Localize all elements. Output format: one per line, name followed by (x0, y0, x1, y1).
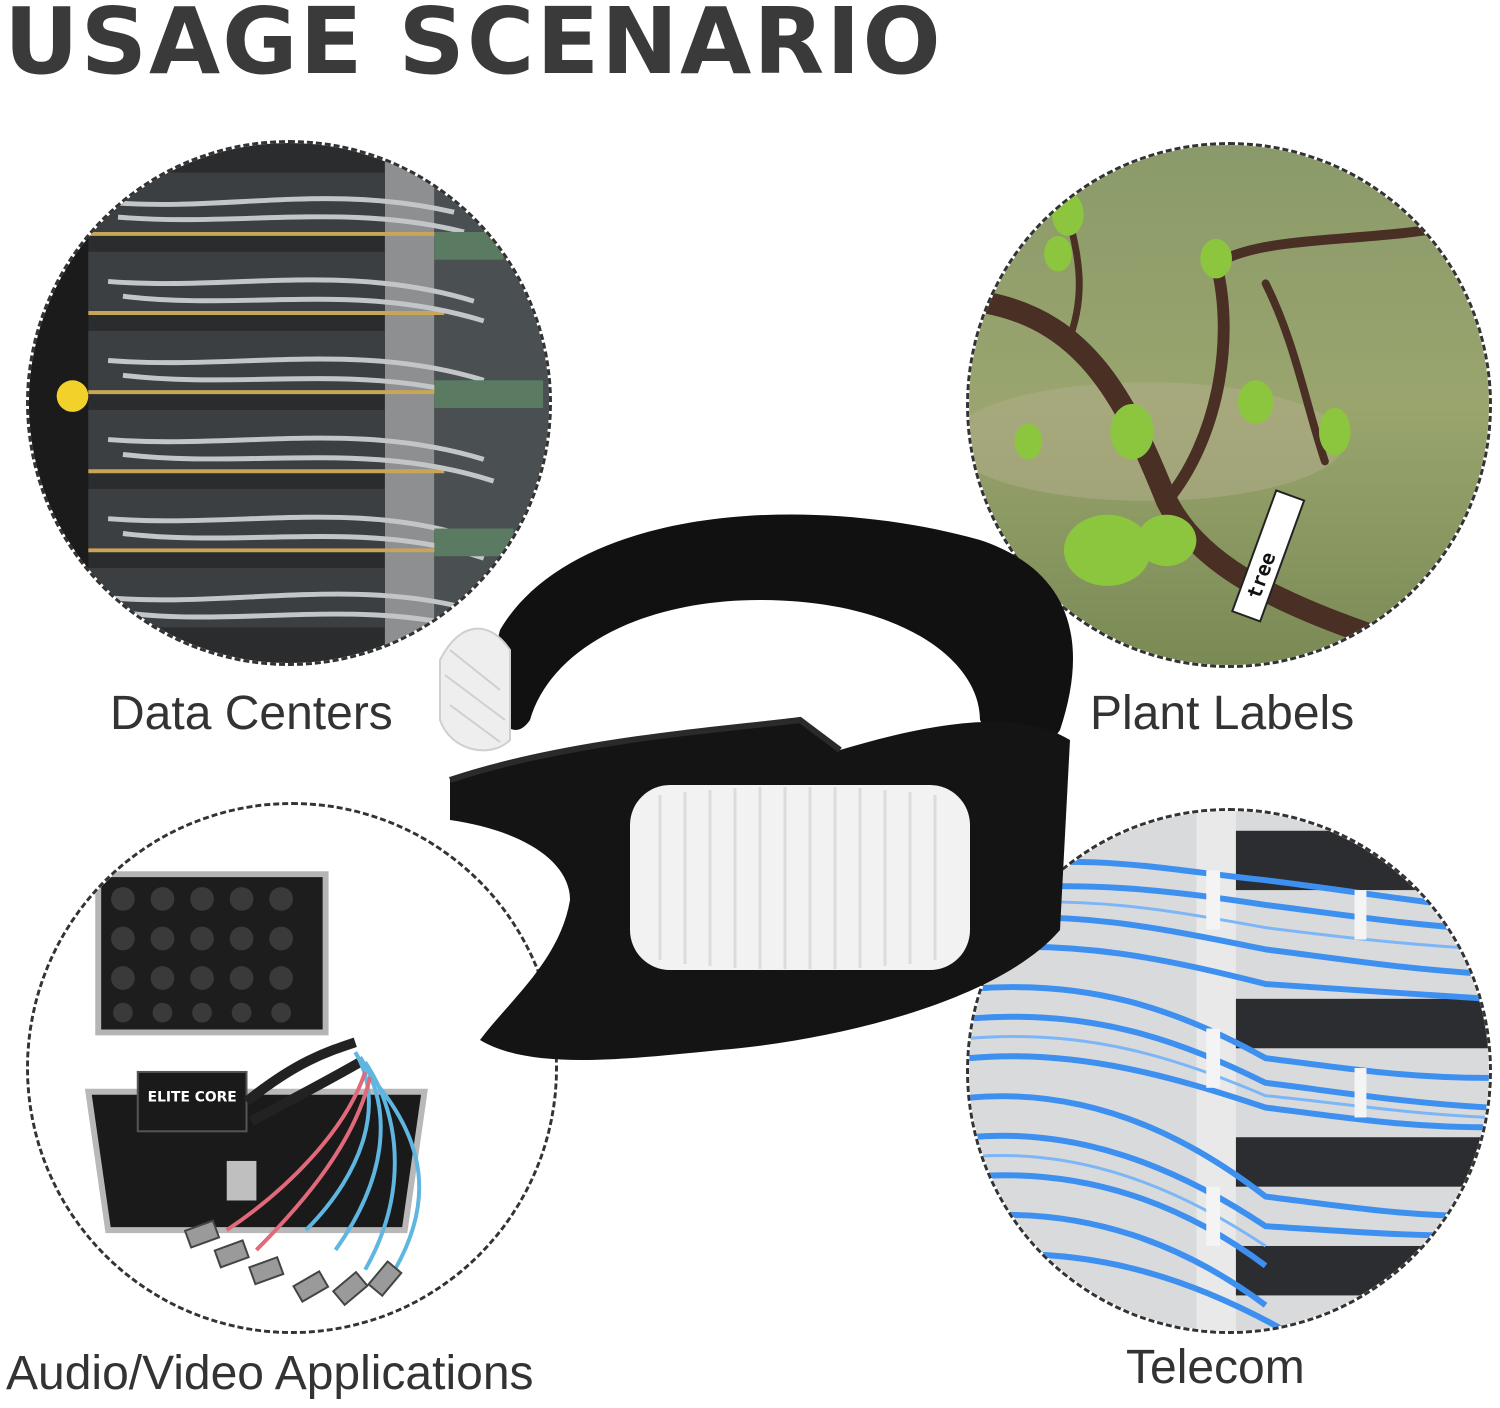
page-title: USAGE SCENARIO (4, 0, 943, 95)
hook-loop-strap-icon (439, 514, 1074, 1060)
telecom-label: Telecom (1126, 1341, 1305, 1394)
plant-labels-image: tree (966, 142, 1492, 668)
audio-case-photo-icon: ELITE CORE (29, 805, 555, 1331)
audio-video-label: Audio/Video Applications (6, 1347, 534, 1400)
tree-branch-photo-icon: tree (969, 145, 1489, 665)
audio-brand-text: ELITE CORE (148, 1090, 237, 1106)
audio-video-image: ELITE CORE (26, 802, 558, 1334)
data-centers-label: Data Centers (110, 687, 393, 740)
plant-labels-label: Plant Labels (1090, 687, 1355, 740)
